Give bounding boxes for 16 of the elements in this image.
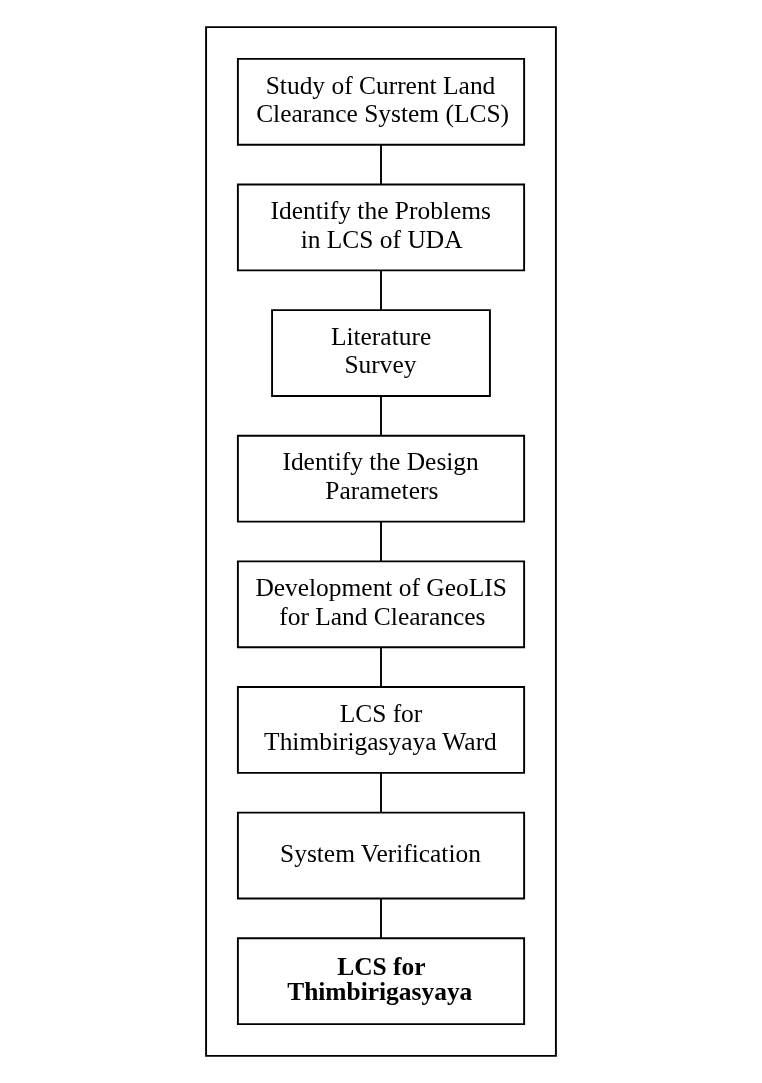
node-box: Identify the Problems in LCS of UDA [236,183,526,272]
node-box: Study of Current Land Clearance System (LCS) [236,57,526,146]
connector [380,772,382,814]
connector [380,143,382,186]
node-box: Development of GeoLIS for Land Clearances [236,560,526,649]
node-box: LCS for Thimbirigasyaya [236,937,526,1026]
node-box: System Verification [236,811,526,900]
cluster [205,26,557,1057]
connector [380,520,382,563]
connector [380,269,382,312]
connector [380,897,382,940]
node-box: Literature Survey [271,309,491,397]
node-box: Identify the Design Parameters [236,434,526,523]
connector [380,395,382,437]
connector [380,646,382,688]
node-box: LCS for Thimbirigasyaya Ward [236,686,526,774]
